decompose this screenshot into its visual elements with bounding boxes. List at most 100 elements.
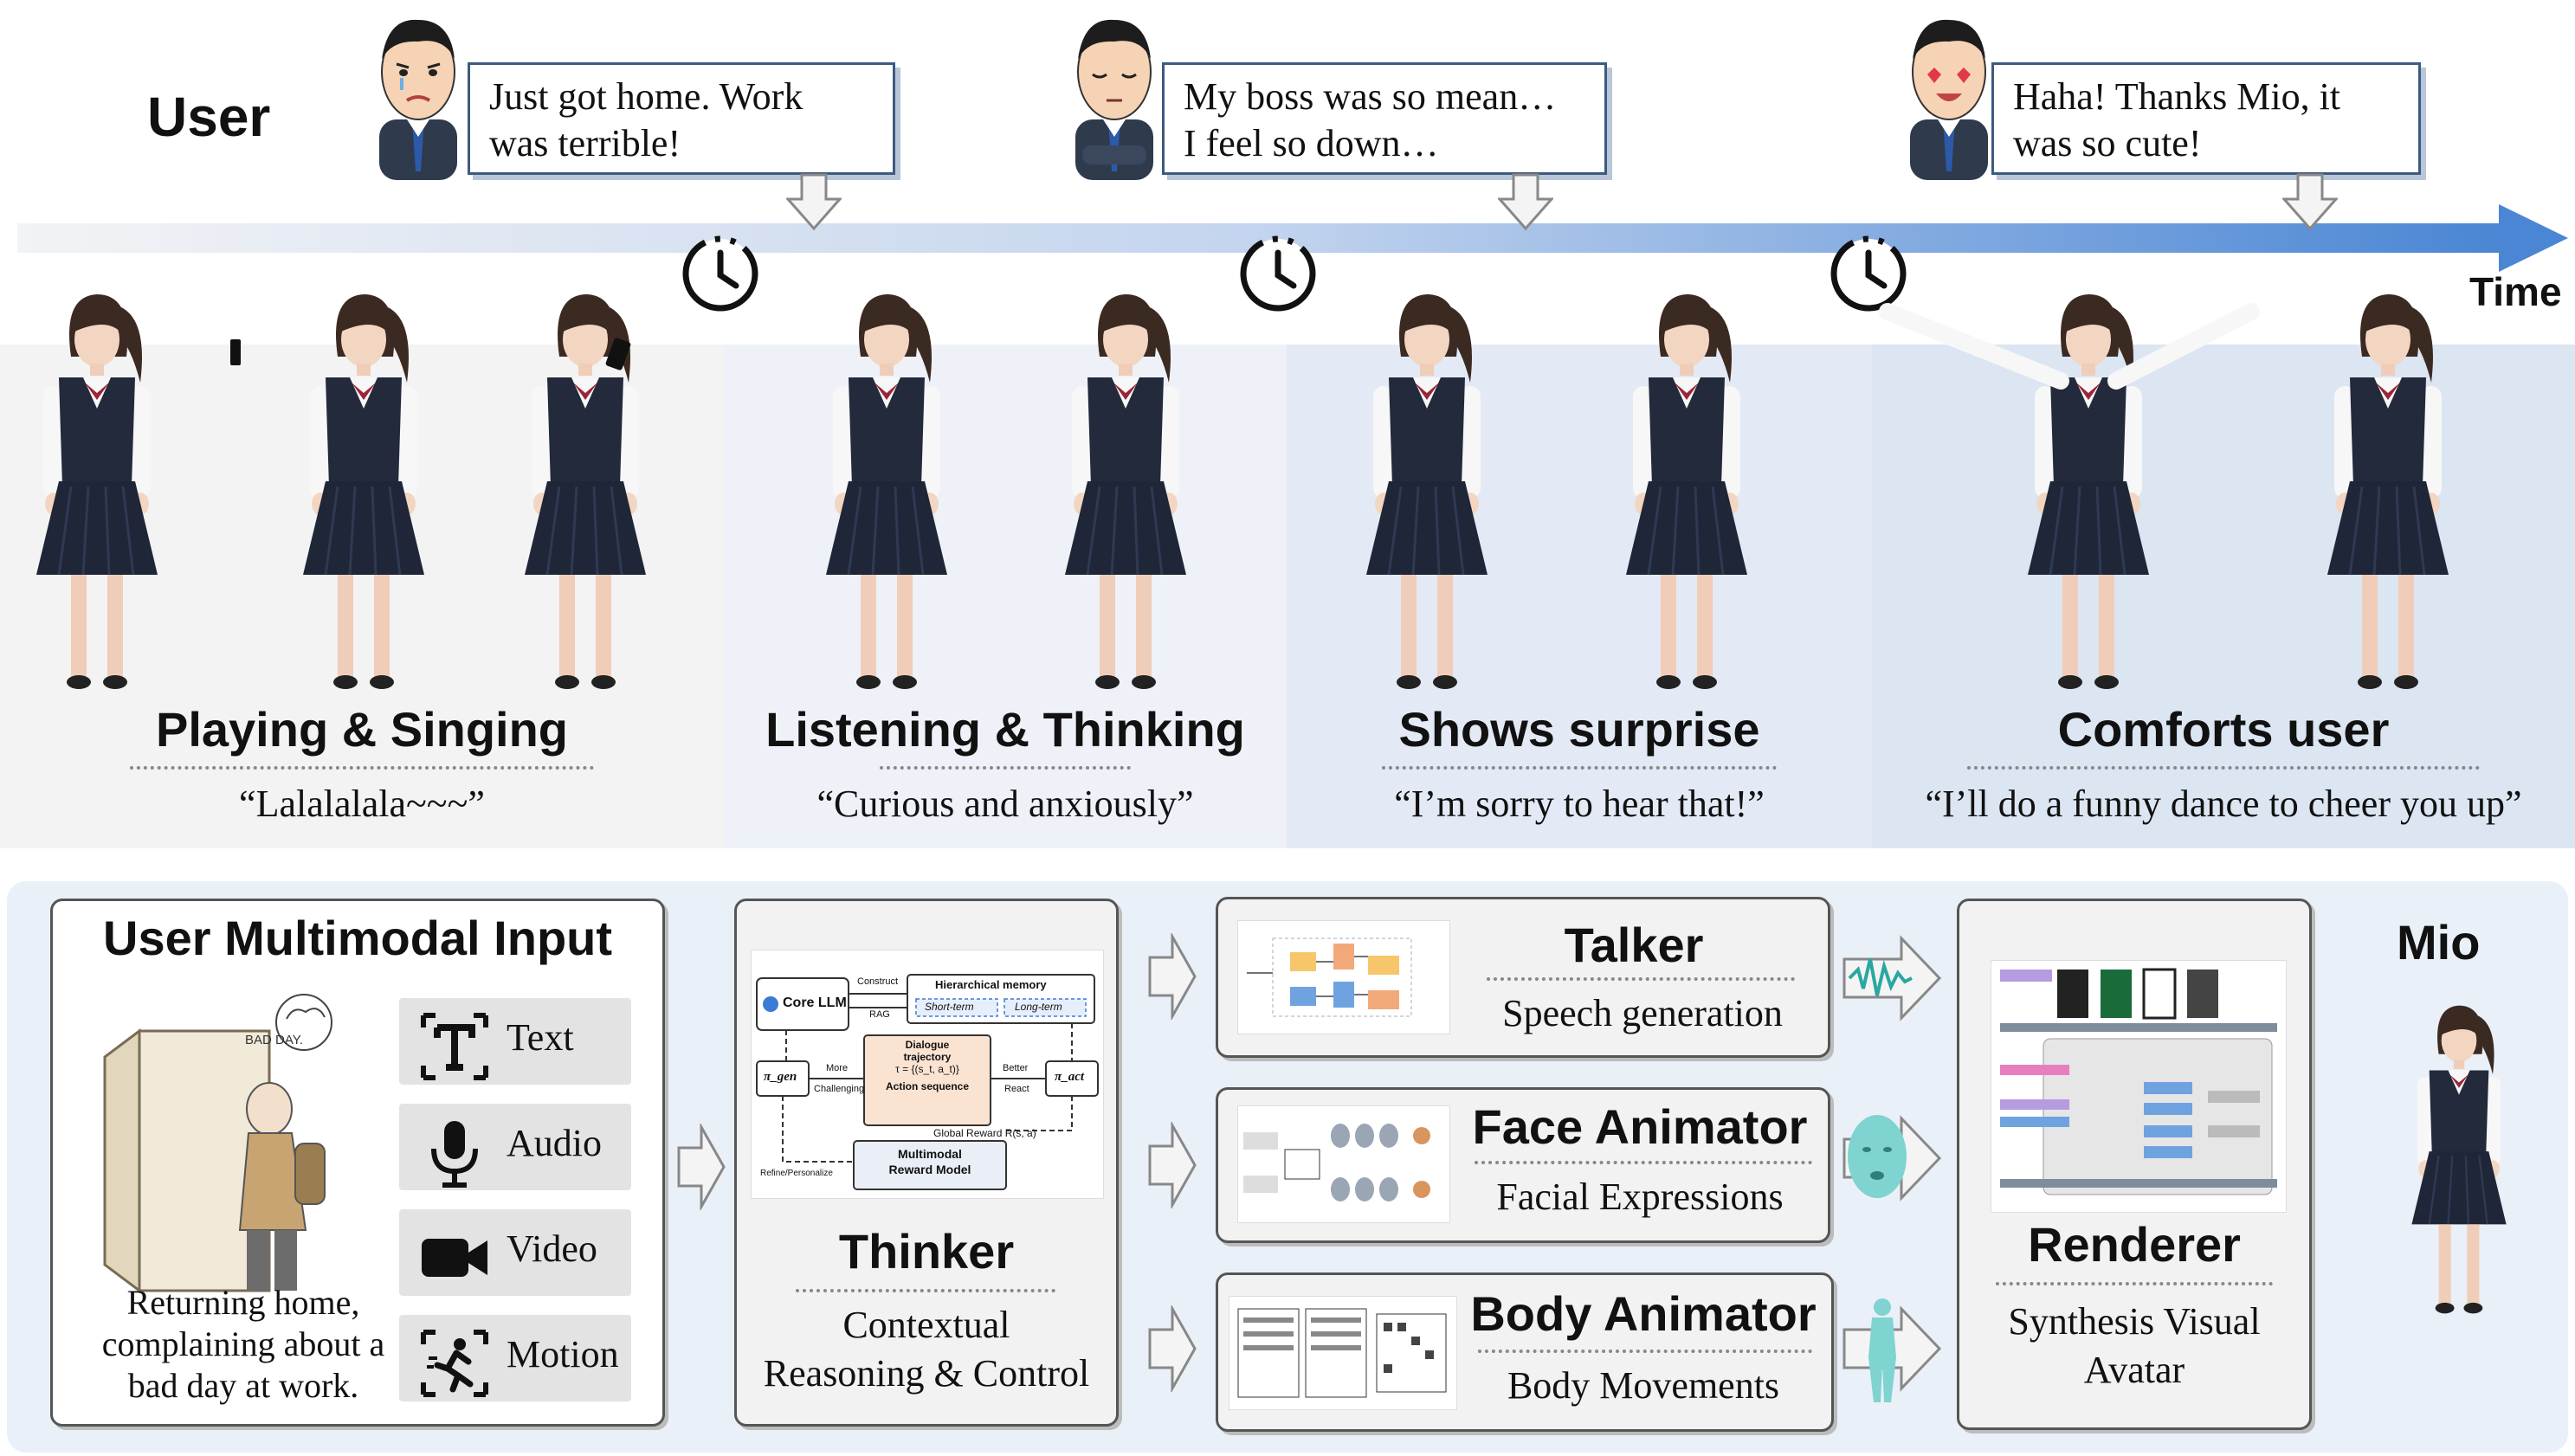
stage-quote: “Curious and anxiously”	[816, 783, 1194, 825]
thinker-label: Hierarchical memory	[935, 978, 1047, 991]
flow-arrow	[677, 1124, 726, 1210]
thinker-label: Core LLM	[783, 995, 847, 1010]
input-caption: Returning home, complaining about a bad …	[61, 1282, 425, 1407]
divider	[1478, 1350, 1812, 1353]
text-icon	[421, 1013, 488, 1080]
stage-quote: “Lalalalala~~~”	[239, 783, 485, 825]
motion-icon	[421, 1330, 488, 1397]
thinker-label: Better	[1003, 1063, 1029, 1073]
stage-playing: Playing & Singing “Lalalalala~~~”	[0, 701, 724, 826]
stage-panel-listening	[724, 345, 1287, 848]
talker-sub: Speech generation	[1502, 992, 1783, 1034]
thinker-label: React	[1004, 1084, 1029, 1094]
talker-diagram-art	[1247, 937, 1412, 1017]
thinker-label: Refine/Personalize	[760, 1169, 833, 1178]
renderer-diagram-art	[2000, 968, 2277, 1195]
talker-box: Talker Speech generation	[1216, 897, 1830, 1058]
modality-label: Text	[507, 1016, 574, 1059]
body-sub: Body Movements	[1507, 1364, 1780, 1407]
thinker-box: Core LLM Construct RAG Hierarchical memo…	[734, 899, 1119, 1427]
bubble-2-line1: My boss was so mean…	[1184, 75, 1557, 118]
renderer-diagram	[1991, 960, 2287, 1213]
caption-line: Returning home,	[126, 1283, 360, 1322]
thinker-label: Challenging	[814, 1084, 865, 1094]
modality-label: Motion	[507, 1333, 619, 1375]
clock-icon	[682, 235, 758, 312]
thinker-label: Global Reward R(s, a)	[933, 1127, 1036, 1139]
tired-person-sketch	[103, 994, 332, 1293]
user-avatar-happy	[1910, 19, 1988, 180]
stage-listening: Listening & Thinking “Curious and anxiou…	[724, 701, 1287, 826]
user-bubble-2: My boss was so mean… I feel so down…	[1162, 62, 1607, 175]
flow-arrow	[1148, 1305, 1197, 1392]
user-bubble-3: Haha! Thanks Mio, it was so cute!	[1991, 62, 2421, 175]
flow-arrow	[1148, 933, 1197, 1020]
face-animator-diagram-art	[1243, 1124, 1430, 1202]
face-title: Face Animator	[1472, 1099, 1808, 1154]
speech-waveform-icon	[1843, 935, 1942, 1021]
modality-video: Video	[399, 1209, 631, 1296]
thinker-label: Construct	[857, 976, 899, 987]
time-label: Time	[2469, 269, 2562, 314]
thinker-label: Action sequence	[885, 1080, 970, 1092]
stage-surprise: Shows surprise “I’m sorry to hear that!”	[1287, 701, 1872, 826]
caption-line: bad day at work.	[127, 1366, 359, 1405]
thinker-label: Short-term	[925, 1001, 974, 1013]
divider	[130, 766, 594, 770]
stage-quote: “I’ll do a funny dance to cheer you up”	[1925, 783, 2522, 825]
bubble-3-line2: was so cute!	[2013, 122, 2202, 164]
modality-label: Audio	[507, 1122, 602, 1164]
video-camera-icon	[422, 1239, 487, 1277]
divider	[1967, 766, 2480, 770]
user-label: User	[147, 86, 271, 148]
thinker-title: Thinker	[838, 1224, 1015, 1279]
stage-title: Shows surprise	[1398, 702, 1760, 757]
face-mesh-icon	[1843, 1115, 1942, 1202]
mio-label: Mio	[2397, 915, 2481, 970]
stage-title: Listening & Thinking	[765, 702, 1245, 757]
thinker-diagram-arrows	[756, 974, 1099, 1190]
thinker-label: Dialogue	[905, 1039, 950, 1051]
modality-motion: Motion	[399, 1315, 631, 1401]
microphone-icon	[431, 1121, 478, 1188]
modality-label: Video	[507, 1227, 597, 1270]
face-animator-box: Face Animator Facial Expressions	[1216, 1087, 1830, 1243]
bubble-1-line2: was terrible!	[489, 122, 681, 164]
talker-diagram	[1237, 920, 1450, 1034]
renderer-sub: Synthesis Visual Avatar	[1959, 1298, 2309, 1395]
thinker-label: π_act	[1055, 1070, 1085, 1084]
body-animator-diagram	[1229, 1296, 1457, 1410]
renderer-sub-line: Synthesis Visual	[2008, 1300, 2261, 1343]
bubble-1-down-arrow	[786, 173, 842, 231]
user-input-box: User Multimodal Input BAD DAY. Returning…	[50, 899, 665, 1427]
thinker-label: More	[826, 1063, 849, 1073]
thinker-diagram: Core LLM Construct RAG Hierarchical memo…	[751, 950, 1104, 1199]
stage-quote: “I’m sorry to hear that!”	[1394, 783, 1765, 825]
thinker-label: π_gen	[764, 1070, 797, 1084]
thinker-label: Reward Model	[888, 1163, 971, 1176]
body-title: Body Animator	[1470, 1286, 1817, 1341]
thinker-label: Multimodal Reward Model	[854, 1146, 1006, 1177]
divider	[1382, 766, 1777, 770]
stage-title: Comforts user	[2057, 702, 2390, 757]
divider	[796, 1289, 1055, 1292]
renderer-sub-line: Avatar	[2083, 1349, 2185, 1391]
stage-title: Playing & Singing	[155, 702, 569, 757]
renderer-box: Renderer Synthesis Visual Avatar	[1957, 899, 2312, 1430]
user-bubble-1: Just got home. Work was terrible!	[468, 62, 895, 175]
sketch-text: BAD DAY.	[245, 1033, 303, 1047]
mio-avatar	[2410, 1004, 2507, 1315]
talker-title: Talker	[1564, 918, 1704, 972]
stage-panel-comforts	[1872, 345, 2575, 848]
bubble-3-line1: Haha! Thanks Mio, it	[2013, 75, 2341, 118]
body-animator-box: Body Animator Body Movements	[1216, 1272, 1834, 1432]
thinker-sub: Contextual Reasoning & Control	[737, 1301, 1116, 1398]
thinker-label: trajectory	[903, 1051, 952, 1063]
caption-line: complaining about a	[101, 1324, 385, 1363]
user-avatar-down	[1075, 19, 1153, 180]
character-figures	[35, 293, 2450, 691]
stage-comforts: Comforts user “I’ll do a funny dance to …	[1872, 701, 2575, 826]
bubble-3-down-arrow	[2282, 173, 2338, 231]
thinker-label: Multimodal	[898, 1147, 962, 1161]
thinker-sub-line: Contextual	[842, 1304, 1010, 1346]
